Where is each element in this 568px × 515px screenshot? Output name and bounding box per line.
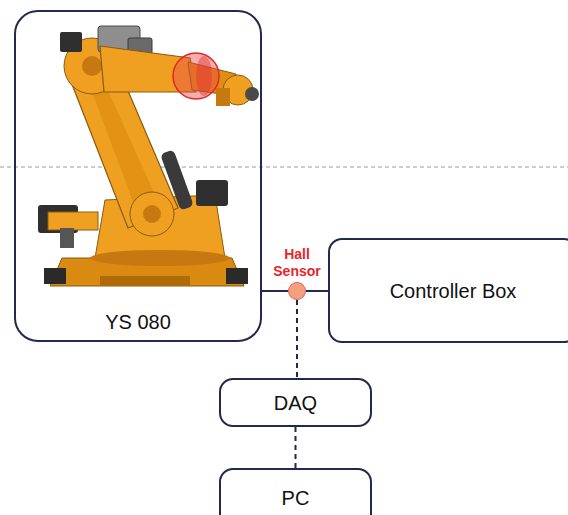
pc-box: PC — [219, 468, 372, 515]
cable-line — [262, 290, 288, 292]
controller-box: Controller Box — [328, 238, 568, 343]
signal-line — [296, 300, 298, 378]
robot-arm — [38, 26, 259, 286]
node-label: Controller Box — [390, 279, 517, 303]
node-label: PC — [282, 486, 310, 510]
cable-line — [306, 290, 328, 292]
sensor-label: Hall Sensor — [265, 246, 329, 280]
daq-box: DAQ — [219, 378, 372, 427]
robot-box: YS 080 — [14, 10, 262, 342]
sensor-circle: Hall Sensor — [288, 282, 306, 300]
signal-line — [295, 427, 297, 468]
node-label: YS 080 — [105, 310, 171, 334]
divider-line — [0, 167, 568, 168]
node-label: DAQ — [274, 391, 317, 415]
